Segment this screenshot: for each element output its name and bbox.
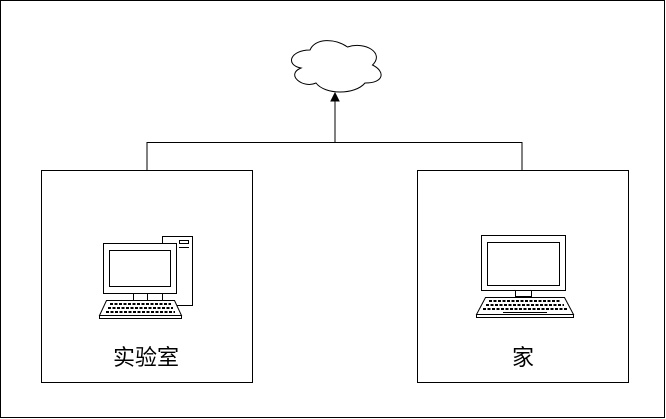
computer-monitor-icon [475,235,575,318]
node-label: 实验室 [113,346,179,371]
monitor-stand [133,293,148,301]
arrow-head [330,91,340,102]
connector-line [146,142,523,170]
node-lab: 实验室 [41,170,253,383]
desktop-computer-icon [98,236,193,319]
keyboard-base [99,315,182,319]
cloud-icon [291,40,382,93]
monitor-screen [109,250,171,287]
keyboard-base [476,314,574,318]
node-home: 家 [417,170,629,383]
monitor-screen [487,242,560,286]
node-label: 家 [512,346,534,371]
tower-drive [179,240,189,244]
monitor-stand [515,290,532,297]
uplink-arrow [330,91,340,142]
